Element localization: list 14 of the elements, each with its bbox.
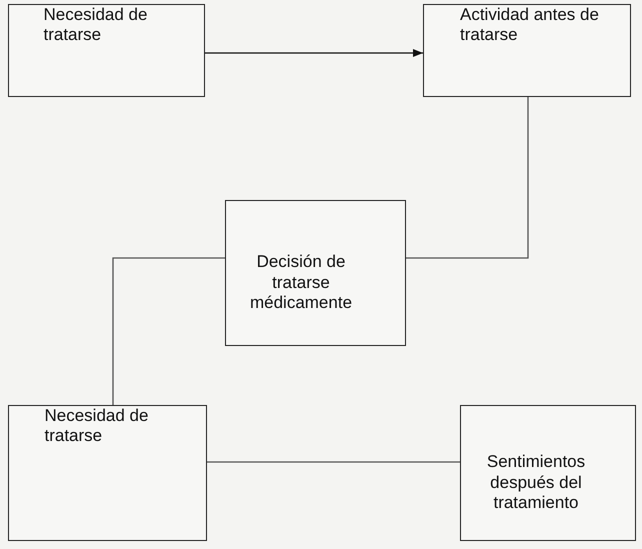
process-box — [460, 405, 636, 541]
box-label: Necesidad de tratarse — [44, 5, 148, 46]
arrow — [205, 49, 423, 57]
process-box — [8, 405, 207, 541]
process-box — [423, 4, 631, 97]
process-box — [225, 200, 406, 346]
box-label: Sentimientos después del tratamiento — [486, 452, 586, 514]
box-label: Decisión de tratarse médicamente — [248, 252, 354, 314]
process-box — [8, 4, 205, 97]
connector-line — [406, 97, 529, 259]
connector-line — [207, 461, 460, 463]
box-label: Necesidad de tratarse — [44, 406, 150, 447]
box-label: Actividad antes de tratarse — [460, 5, 600, 46]
connector-line — [112, 257, 225, 405]
